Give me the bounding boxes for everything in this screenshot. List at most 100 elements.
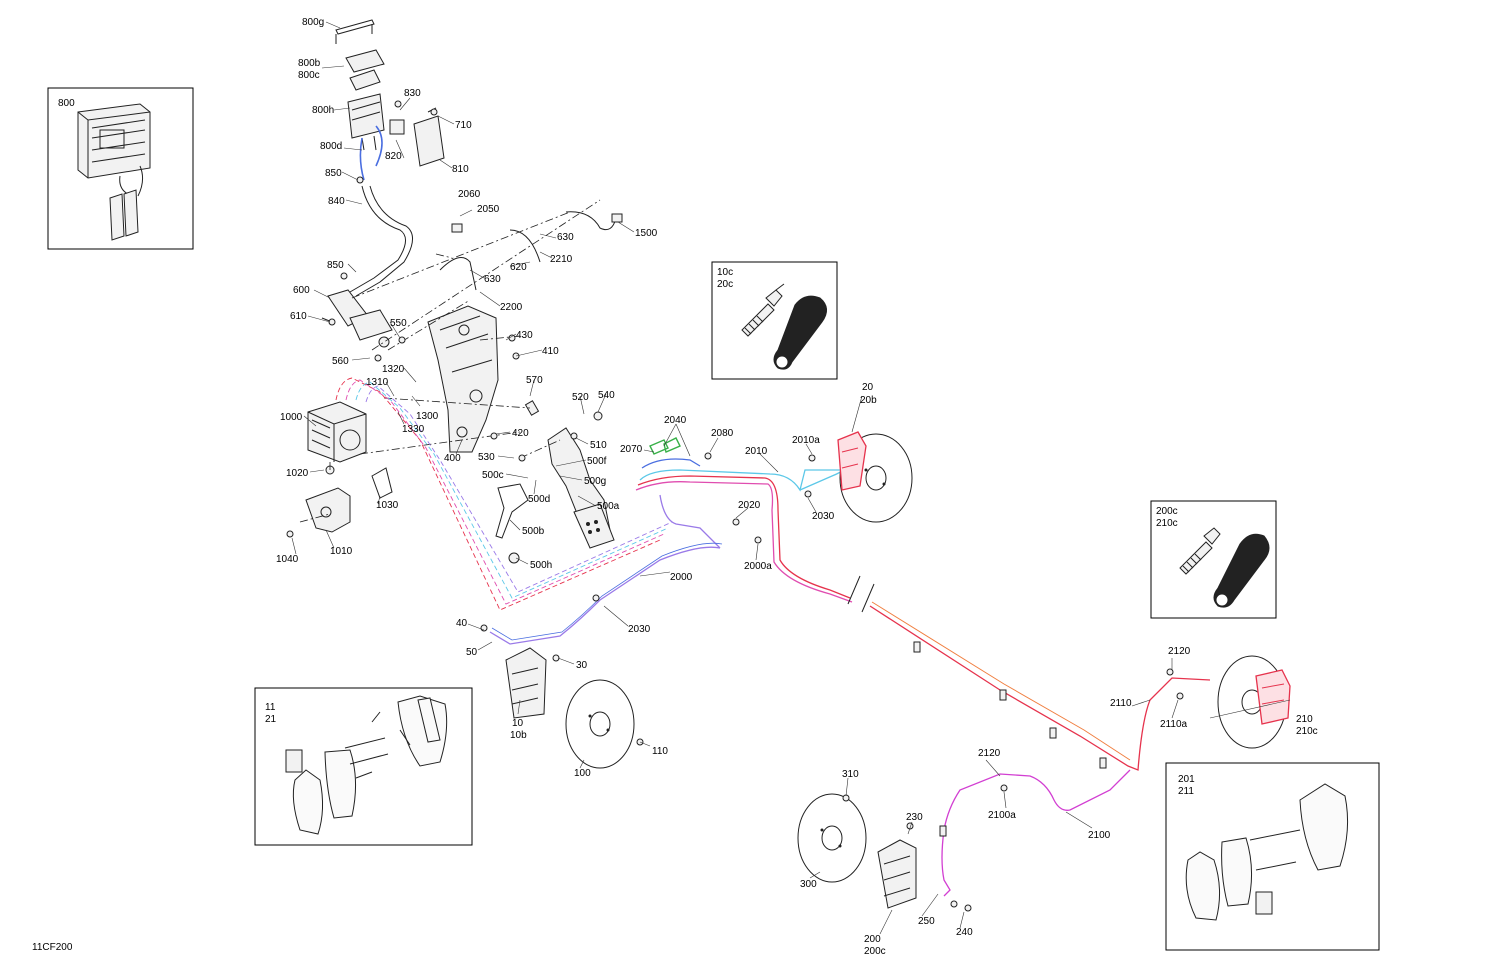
callout-2210: 2210: [550, 254, 573, 265]
callout-2010: 2010: [745, 446, 768, 457]
callout-240: 240: [956, 927, 973, 938]
callout-110: 110: [652, 746, 668, 757]
callout-500g: 500g: [584, 476, 606, 487]
callout-540: 540: [598, 390, 615, 401]
callout-710: 710: [455, 120, 472, 131]
callout-100: 100: [574, 768, 591, 779]
callout-250: 250: [918, 916, 935, 927]
callout-1040: 1040: [276, 554, 299, 565]
callout-1030: 1030: [376, 500, 399, 511]
abs-module-1000: [307, 401, 367, 475]
callout-550: 550: [390, 318, 407, 329]
bleeder-screw-icon: [1179, 527, 1221, 575]
callout-410: 410: [542, 346, 559, 357]
callout-820: 820: [385, 151, 402, 162]
callout-1320: 1320: [382, 364, 405, 375]
brake-pedal-500: [495, 400, 615, 564]
callout-530: 530: [478, 452, 495, 463]
brake-pad-icon: [1185, 783, 1349, 921]
callout-200: 200: [864, 934, 881, 945]
callout-300: 300: [800, 879, 817, 890]
callout-20: 20: [862, 382, 874, 393]
callout-2060: 2060: [458, 189, 481, 200]
callout-840: 840: [328, 196, 345, 207]
callout-630a: 630: [557, 232, 574, 243]
detail-box-bleeder-rear: 200c 210c: [1150, 500, 1277, 619]
abs-ecu-module-icon: [77, 103, 151, 241]
callout-1300: 1300: [416, 411, 439, 422]
abs-bracket-1010: [305, 467, 393, 533]
callout-520: 520: [572, 392, 589, 403]
callout-500a: 500a: [597, 501, 620, 512]
callout-2200: 2200: [500, 302, 523, 313]
callout-20b: 20b: [860, 395, 877, 406]
bleeder-cap-icon: [1213, 533, 1270, 608]
diagram-id: 11CF200: [32, 942, 73, 953]
callout-box-211: 211: [1178, 786, 1194, 797]
callout-610: 610: [290, 311, 307, 322]
master-cylinder-600: [321, 289, 393, 348]
callout-2010a: 2010a: [792, 435, 820, 446]
callout-560: 560: [332, 356, 349, 367]
callout-500f: 500f: [587, 456, 607, 467]
callout-630b: 630: [484, 274, 501, 285]
callout-40: 40: [456, 618, 468, 629]
callout-1500: 1500: [635, 228, 658, 239]
callout-1020: 1020: [286, 468, 309, 479]
callout-30: 30: [576, 660, 588, 671]
callout-600: 600: [293, 285, 310, 296]
brake-switch-harness: [439, 211, 623, 291]
callout-2100: 2100: [1088, 830, 1111, 841]
callout-800b: 800b: [298, 58, 321, 69]
callout-500c: 500c: [482, 470, 504, 481]
callout-500b: 500b: [522, 526, 545, 537]
callout-2110: 2110: [1110, 698, 1132, 709]
callout-1310: 1310: [366, 377, 389, 388]
detail-box-800: 800: [47, 87, 194, 250]
callout-620: 620: [510, 262, 527, 273]
reservoir-assembly: [335, 19, 445, 181]
callout-2120a: 2120: [1168, 646, 1191, 657]
callout-2070: 2070: [620, 444, 643, 455]
callout-labels: 800g 800b 800c 800h 830 710 800d 820 810…: [276, 17, 1318, 957]
callout-850b: 850: [327, 260, 344, 271]
callout-430: 430: [516, 330, 533, 341]
callout-50: 50: [466, 647, 478, 658]
callout-box-800: 800: [58, 98, 75, 109]
detail-box-front-pads: 11 21: [254, 687, 473, 846]
callout-box-210c: 210c: [1156, 518, 1178, 529]
callout-2100a: 2100a: [988, 810, 1016, 821]
callout-310: 310: [842, 769, 859, 780]
callout-2000a: 2000a: [744, 561, 772, 572]
callout-2110a: 2110a: [1160, 719, 1188, 730]
callout-420: 420: [512, 428, 529, 439]
callout-800d: 800d: [320, 141, 342, 152]
callout-2000: 2000: [670, 572, 693, 583]
callout-box-21: 21: [265, 714, 277, 725]
callout-2030b: 2030: [628, 624, 651, 635]
callout-200c: 200c: [864, 946, 886, 957]
callout-230: 230: [906, 812, 923, 823]
brake-pad-icon: [285, 695, 448, 835]
abs-dashed-connections: [335, 377, 673, 611]
front-left-brake: [505, 647, 635, 769]
detail-box-rear-pads: 201 211: [1165, 762, 1380, 951]
callout-10: 10: [512, 718, 524, 729]
callout-box-20c: 20c: [717, 279, 733, 290]
callout-1000: 1000: [280, 412, 303, 423]
rear-right-brake: [1217, 655, 1291, 749]
callout-1010: 1010: [330, 546, 353, 557]
callout-box-11: 11: [265, 702, 276, 713]
callout-400: 400: [444, 453, 461, 464]
brake-line-840: [349, 185, 413, 297]
callout-210: 210: [1296, 714, 1313, 725]
callout-2020: 2020: [738, 500, 761, 511]
callout-500d: 500d: [528, 494, 550, 505]
detail-box-bleeder-front: 10c 20c: [711, 261, 838, 380]
callout-10b: 10b: [510, 730, 527, 741]
callout-box-200c: 200c: [1156, 506, 1178, 517]
callout-850a: 850: [325, 168, 342, 179]
pedal-bracket-400: [427, 305, 499, 453]
callout-box-201: 201: [1178, 774, 1195, 785]
